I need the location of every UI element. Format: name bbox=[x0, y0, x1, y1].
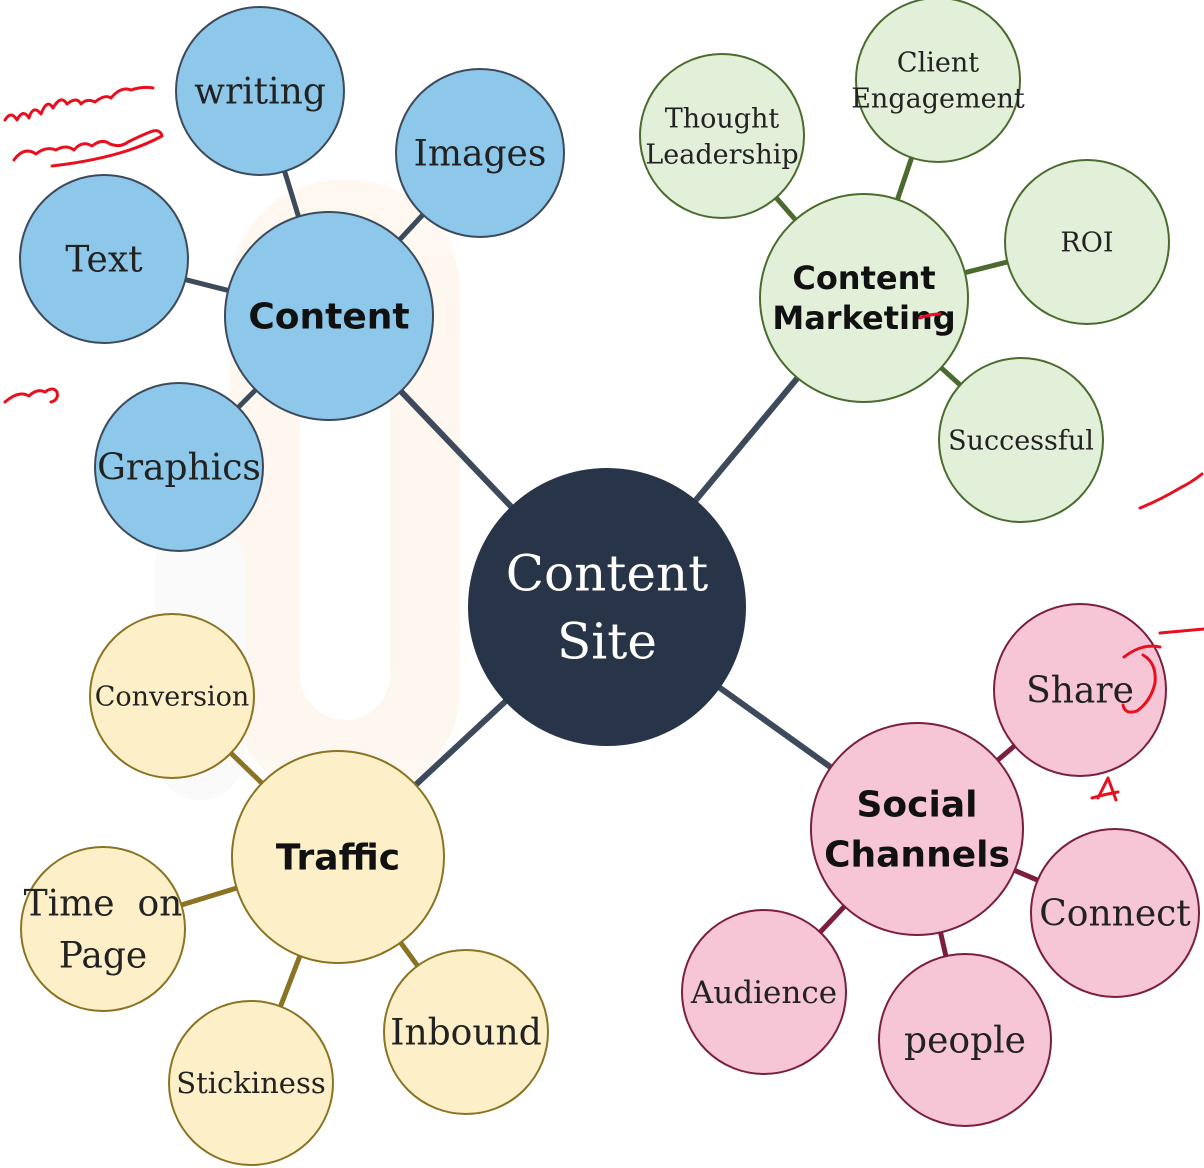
node-content-site-label: Site bbox=[557, 613, 657, 671]
ink-tick-marketing bbox=[918, 312, 942, 320]
node-writing-circle bbox=[175, 6, 345, 176]
node-content-site-circle bbox=[468, 468, 746, 746]
node-audience: Audience bbox=[681, 909, 847, 1075]
node-content: Content bbox=[224, 211, 434, 421]
node-social-channels-circle bbox=[810, 722, 1024, 936]
node-writing: writing bbox=[175, 6, 345, 176]
node-successful-circle bbox=[938, 357, 1104, 523]
node-connect-circle bbox=[1030, 828, 1200, 998]
node-share: Share bbox=[993, 603, 1167, 777]
ink-bracket-share bbox=[1121, 644, 1162, 714]
node-people-circle bbox=[878, 953, 1052, 1127]
node-thought-leadership-label: Thought bbox=[665, 103, 780, 134]
ink-scribble-top-left-2 bbox=[12, 129, 164, 168]
node-images: Images bbox=[395, 68, 565, 238]
node-stickiness-label: Stickiness bbox=[176, 1066, 326, 1100]
node-conversion-circle bbox=[89, 613, 255, 779]
node-conversion: Conversion bbox=[89, 613, 255, 779]
node-traffic: Traffic bbox=[231, 750, 445, 964]
node-audience-label: Audience bbox=[690, 975, 837, 1011]
node-thought-leadership-circle bbox=[639, 53, 805, 219]
node-social-channels-label: Channels bbox=[824, 835, 1010, 876]
node-client-engagement-circle bbox=[855, 0, 1021, 163]
node-time-on-page: Time on Page bbox=[20, 846, 186, 1012]
node-content-marketing-label: Content bbox=[792, 259, 935, 297]
ink-scribble-mid-left bbox=[3, 387, 59, 404]
node-conversion-label: Conversion bbox=[95, 681, 250, 712]
ink-check-mark bbox=[1138, 472, 1204, 510]
node-roi-label: ROI bbox=[1060, 227, 1113, 258]
node-social-channels-label: Social bbox=[857, 785, 978, 826]
node-text: Text bbox=[19, 174, 189, 344]
node-people-label: people bbox=[904, 1021, 1026, 1062]
node-connect: Connect bbox=[1030, 828, 1200, 998]
node-content-circle bbox=[224, 211, 434, 421]
node-graphics: Graphics bbox=[94, 382, 264, 552]
node-traffic-circle bbox=[231, 750, 445, 964]
node-client-engagement-label: Engagement bbox=[851, 83, 1025, 114]
node-content-marketing-label: Marketing bbox=[772, 299, 955, 337]
node-connect-label: Connect bbox=[1039, 894, 1191, 935]
node-text-circle bbox=[19, 174, 189, 344]
ink-letter-a bbox=[1090, 776, 1120, 802]
node-images-circle bbox=[395, 68, 565, 238]
ink-line-share bbox=[1158, 627, 1204, 635]
node-stickiness: Stickiness bbox=[168, 1000, 334, 1166]
node-graphics-circle bbox=[94, 382, 264, 552]
node-share-circle bbox=[993, 603, 1167, 777]
node-images-label: Images bbox=[414, 134, 547, 175]
node-content-site-label: Content bbox=[506, 545, 709, 603]
node-inbound-circle bbox=[383, 949, 549, 1115]
node-roi-circle bbox=[1004, 159, 1170, 325]
node-text-label: Text bbox=[65, 240, 143, 281]
node-inbound-label: Inbound bbox=[390, 1013, 542, 1054]
node-content-marketing-circle bbox=[759, 193, 969, 403]
node-time-on-page-label: Time on bbox=[24, 884, 183, 925]
ink-scribble-top-left bbox=[3, 85, 155, 122]
node-content-label: Content bbox=[248, 297, 409, 338]
node-successful: Successful bbox=[938, 357, 1104, 523]
node-successful-label: Successful bbox=[948, 425, 1094, 456]
node-stickiness-circle bbox=[168, 1000, 334, 1166]
node-graphics-label: Graphics bbox=[97, 448, 261, 489]
node-people: people bbox=[878, 953, 1052, 1127]
node-time-on-page-label: Page bbox=[59, 936, 147, 977]
node-time-on-page-circle bbox=[20, 846, 186, 1012]
node-inbound: Inbound bbox=[383, 949, 549, 1115]
node-audience-circle bbox=[681, 909, 847, 1075]
node-client-engagement-label: Client bbox=[897, 47, 979, 78]
node-share-label: Share bbox=[1026, 671, 1134, 712]
handwritten-annotations bbox=[3, 85, 1204, 802]
node-roi: ROI bbox=[1004, 159, 1170, 325]
node-thought-leadership-label: Leadership bbox=[645, 139, 798, 170]
node-writing-label: writing bbox=[194, 72, 326, 113]
node-traffic-label: Traffic bbox=[276, 838, 400, 879]
